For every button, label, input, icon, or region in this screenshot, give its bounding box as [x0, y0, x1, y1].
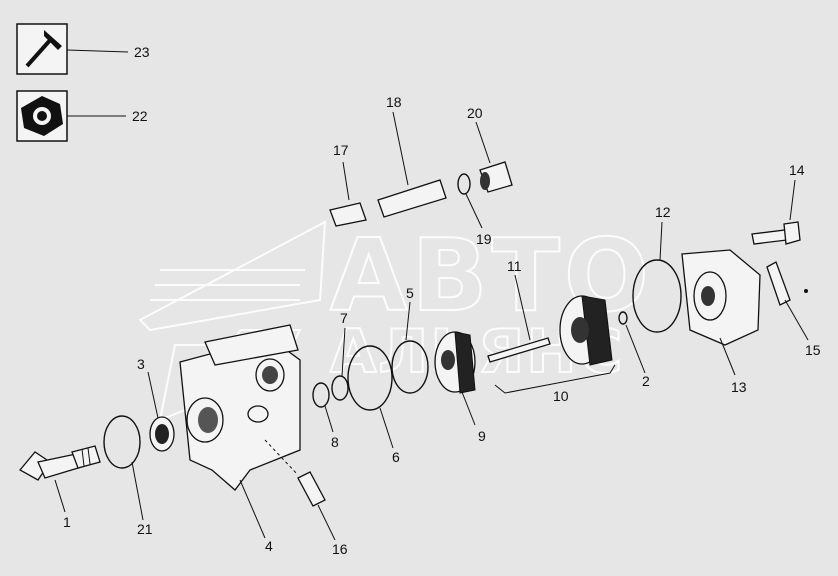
callout-8: 8 [331, 434, 339, 450]
part-8-oring [312, 382, 334, 433]
callout-22: 22 [132, 108, 148, 124]
part-4-housing [179, 324, 301, 539]
part-5-oring [391, 301, 429, 394]
callout-15: 15 [805, 342, 821, 358]
callout-1: 1 [63, 514, 71, 530]
part-2-oring [618, 311, 646, 374]
callout-12: 12 [655, 204, 671, 220]
part-17-valve [329, 161, 367, 227]
gasket-icon [21, 96, 63, 136]
part-6-oring [347, 345, 394, 449]
part-14-bolt [751, 179, 801, 245]
gasket-icon-box [16, 90, 126, 142]
part-21-oring [103, 415, 144, 521]
callout-5: 5 [406, 285, 414, 301]
part-16-fitting [264, 439, 336, 541]
hammer-icon [25, 30, 62, 68]
part-11-pin [487, 274, 551, 363]
callout-7: 7 [340, 310, 348, 326]
callout-17: 17 [333, 142, 349, 158]
part-20-plug [475, 121, 513, 193]
callout-20: 20 [467, 105, 483, 121]
callout-19: 19 [476, 231, 492, 247]
callout-9: 9 [478, 428, 486, 444]
part-9-plate [434, 331, 476, 426]
part-15-plate [766, 261, 809, 341]
part-12-oring [632, 221, 682, 333]
callout-2: 2 [642, 373, 650, 389]
part-10-cam [494, 295, 616, 394]
part-7-oring [331, 327, 349, 401]
callout-18: 18 [386, 94, 402, 110]
callout-3: 3 [137, 356, 145, 372]
callout-14: 14 [789, 162, 805, 178]
part-19-oring [457, 173, 483, 229]
part-13-cover [681, 249, 761, 376]
part-3-bearing [147, 371, 175, 452]
callout-4: 4 [265, 538, 273, 554]
callout-13: 13 [731, 379, 747, 395]
callout-labels: 23 22 18 20 17 14 12 19 11 5 7 15 3 2 13… [63, 44, 821, 557]
callout-16: 16 [332, 541, 348, 557]
callout-10: 10 [553, 388, 569, 404]
part-18-spring [377, 111, 447, 218]
hammer-icon-box [16, 23, 129, 75]
part-1-shaft [18, 445, 101, 513]
callout-6: 6 [392, 449, 400, 465]
callout-11: 11 [507, 258, 522, 274]
callout-23: 23 [134, 44, 150, 60]
callout-21: 21 [137, 521, 153, 537]
